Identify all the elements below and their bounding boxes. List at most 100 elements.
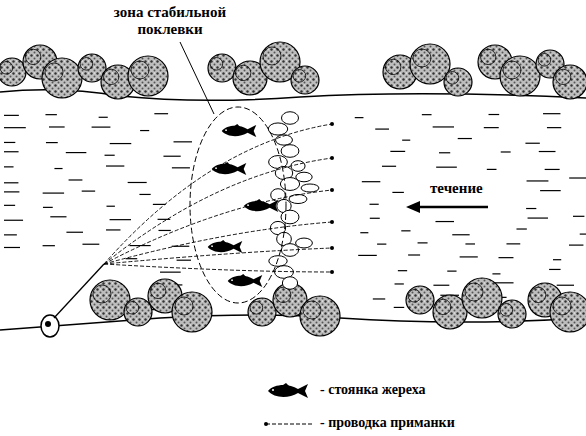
stone xyxy=(281,145,299,158)
tree-crown xyxy=(172,292,212,332)
water-stroke xyxy=(43,245,55,246)
water-stroke xyxy=(46,142,58,143)
asp-fish xyxy=(208,124,279,287)
water-stroke xyxy=(128,182,147,183)
water-stroke xyxy=(540,190,561,191)
water-stroke xyxy=(4,127,26,128)
water-stroke xyxy=(174,141,192,142)
tree-crown xyxy=(300,296,340,336)
tree-crown xyxy=(413,49,431,67)
water-stroke xyxy=(66,232,83,233)
water-stroke xyxy=(547,127,561,128)
lure-dot xyxy=(330,270,334,274)
water-stroke xyxy=(375,128,389,129)
water-stroke xyxy=(355,117,364,118)
tree-crown xyxy=(436,299,451,314)
water-stroke xyxy=(177,260,191,261)
water-stroke xyxy=(4,115,19,116)
tree-crown xyxy=(553,65,586,99)
water-stroke xyxy=(545,169,560,170)
tree-crown xyxy=(553,297,571,315)
water-stroke xyxy=(489,114,500,115)
tree-crown xyxy=(210,58,223,71)
stone xyxy=(296,238,313,248)
water-stroke xyxy=(110,219,131,220)
water-stroke xyxy=(4,234,17,235)
water-stroke xyxy=(82,191,95,192)
water-stroke xyxy=(129,245,150,246)
water-stroke xyxy=(99,117,108,118)
lure-dot xyxy=(330,220,334,224)
water-stroke xyxy=(4,182,18,183)
water-stroke xyxy=(465,243,475,244)
tree-crown xyxy=(500,304,513,317)
water-stroke xyxy=(172,167,190,168)
legend-line-dot xyxy=(264,422,268,426)
lure-path xyxy=(104,222,332,264)
flow-arrow xyxy=(410,206,488,209)
tree-crown xyxy=(236,65,251,80)
water-stroke xyxy=(569,244,583,245)
water-stroke xyxy=(433,285,449,286)
water-stroke xyxy=(398,270,407,271)
water-stroke xyxy=(92,127,111,128)
water-stroke xyxy=(452,234,469,235)
water-stroke xyxy=(49,126,65,127)
water-stroke xyxy=(401,230,410,231)
water-stroke xyxy=(539,151,556,152)
tree-crown xyxy=(550,292,586,332)
water-stroke xyxy=(43,207,53,208)
water-stroke xyxy=(580,233,586,234)
water-stroke xyxy=(408,254,420,255)
water-stroke xyxy=(140,130,149,131)
water-stroke xyxy=(436,167,457,168)
tree-crown xyxy=(293,70,306,83)
tree-crown xyxy=(481,49,496,64)
water-stroke xyxy=(433,126,454,127)
water-stroke xyxy=(160,272,181,273)
tree-crown xyxy=(208,54,236,82)
water-stroke xyxy=(487,169,497,170)
water-stroke xyxy=(370,204,379,205)
water-stroke xyxy=(4,247,20,248)
water-stroke xyxy=(4,191,19,192)
tree-crown xyxy=(26,49,41,64)
water-stroke xyxy=(553,259,561,260)
water-stroke xyxy=(460,256,478,257)
water-stroke xyxy=(527,180,549,181)
lure-dot xyxy=(330,246,334,250)
water-stroke xyxy=(484,127,499,128)
tree-crown xyxy=(291,66,319,94)
angler xyxy=(41,264,104,337)
water-stroke xyxy=(4,166,14,167)
water-stroke xyxy=(382,166,396,167)
tree-crown xyxy=(498,300,526,328)
zone-callout: зона стабильной поклевки xyxy=(92,4,248,38)
legend-fish-sample xyxy=(268,383,308,398)
trees xyxy=(0,42,586,336)
legend-text: - проводка приманки xyxy=(320,415,455,431)
tree-crown xyxy=(406,286,434,314)
tree-crown xyxy=(0,58,26,86)
stone xyxy=(282,277,297,289)
lure-path xyxy=(104,124,332,264)
water-stroke xyxy=(82,244,99,245)
water-stroke xyxy=(439,152,450,153)
tree-crown xyxy=(0,62,13,75)
water-stroke xyxy=(392,192,404,193)
tree-crown xyxy=(465,283,483,301)
tree-crown xyxy=(131,61,149,79)
tree-crown xyxy=(104,69,119,84)
lure-path xyxy=(104,264,332,272)
legend-text: - стоянка жереха xyxy=(320,382,426,398)
water-stroke xyxy=(4,205,15,206)
water-stroke xyxy=(435,221,454,222)
water-stroke xyxy=(501,151,511,152)
tree-crown xyxy=(386,59,401,74)
water-stroke xyxy=(106,229,120,230)
water-stroke xyxy=(362,181,381,182)
tree-crown xyxy=(124,298,152,326)
tree-crown xyxy=(42,58,82,98)
water-strokes xyxy=(4,114,586,313)
